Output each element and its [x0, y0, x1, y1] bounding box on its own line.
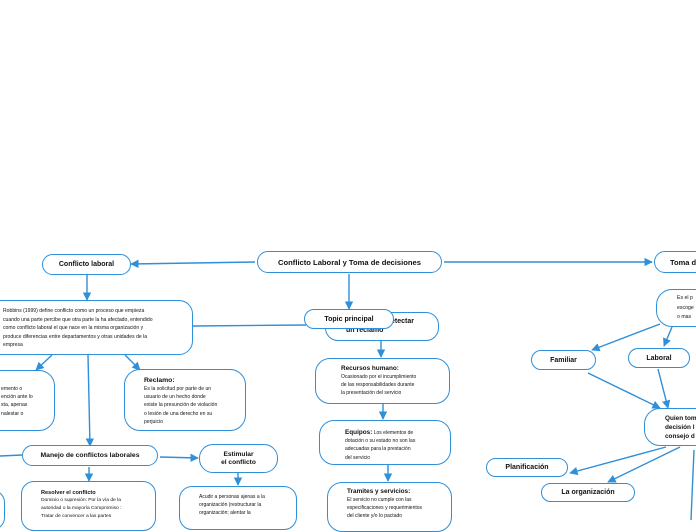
familiar-label: Familiar	[550, 356, 577, 364]
recursos-humano-node[interactable]: Recursos humano: Ocasionado por el incum…	[315, 358, 450, 404]
mind-map-canvas: Conflicto Laboral y Toma de decisiones T…	[0, 251, 696, 532]
acudir-text: Acudir a personas ajenas a la organizaci…	[199, 494, 265, 517]
definicion-node[interactable]: Robbins (1999) define conflicto como un …	[0, 300, 193, 355]
topic-principal-node[interactable]: Topic principal	[304, 309, 394, 329]
topic-principal-label: Topic principal	[324, 315, 374, 323]
conflicto-laboral-label: Conflicto laboral	[58, 261, 115, 268]
equipos-body: dotación o su estado no son las adecuada…	[345, 438, 416, 461]
recursos-title: Recursos humano:	[341, 365, 399, 372]
conflicto-laboral-node[interactable]: Conflicto laboral	[42, 254, 131, 275]
resolver-title: Resolver el conflicto	[41, 490, 96, 496]
manejo-label: Manejo de conflictos laborales	[40, 452, 140, 459]
planificacion-node[interactable]: Planificación	[486, 458, 568, 477]
connector-lines	[0, 257, 695, 520]
equipos-content: Equipos: Los elementos de dotación o su …	[345, 425, 415, 462]
detectar-reclamo-text: etectar un reclamo	[346, 318, 414, 335]
tramites-body: El servicio no cumple con las especifica…	[347, 497, 423, 520]
resolver-content: Resolver el conflicto Dominio o supresió…	[41, 489, 121, 522]
definicion-text: Robbins (1999) define conflicto como un …	[3, 308, 153, 349]
reclamo-body: Es la solicitud por parte de un usuario …	[144, 386, 218, 425]
reclamo-content: Reclamo: Es la solicitud por parte de un…	[144, 376, 217, 426]
acudir-node[interactable]: Acudir a personas ajenas a la organizaci…	[179, 486, 297, 530]
equipos-first-line: Equipos: Los elementos de	[345, 425, 415, 437]
laboral-label: Laboral	[646, 354, 672, 362]
toma-node[interactable]: Toma d	[654, 251, 696, 273]
organizacion-node[interactable]: La organización	[541, 483, 635, 502]
toma-label: Toma d	[670, 257, 696, 267]
tramites-content: Tramites y servicios: El servicio no cum…	[347, 487, 422, 521]
escoger-text: Es el p escoge o mas	[677, 295, 694, 320]
central-topic-label: Conflicto Laboral y Toma de decisiones	[278, 257, 421, 267]
estimular-node[interactable]: Estimular el conflicto	[199, 444, 278, 473]
central-topic-node[interactable]: Conflicto Laboral y Toma de decisiones	[257, 251, 442, 273]
quien-toma-node[interactable]: Quien tom decisión l consejo d	[644, 408, 696, 446]
resolver-node[interactable]: Resolver el conflicto Dominio o supresió…	[21, 481, 156, 531]
laboral-node[interactable]: Laboral	[628, 348, 690, 368]
equipos-node[interactable]: Equipos: Los elementos de dotación o su …	[319, 420, 451, 465]
estimular-label: Estimular el conflicto	[221, 450, 256, 466]
resolver-body: Dominio o supresión: Por la vía de la au…	[41, 498, 122, 520]
left-fragment-text: emento o ención ante lo sta, apenas nale…	[1, 386, 33, 417]
reclamo-node[interactable]: Reclamo: Es la solicitud por parte de un…	[124, 369, 246, 431]
escoger-node[interactable]: Es el p escoge o mas	[656, 289, 696, 327]
equipos-inline: Los elementos de	[372, 430, 414, 436]
quien-toma-text: Quien tom decisión l consejo d	[665, 415, 696, 440]
reclamo-fragment: un reclamo	[346, 326, 384, 334]
left-fragment-node[interactable]: emento o ención ante lo sta, apenas nale…	[0, 370, 55, 431]
tramites-title: Tramites y servicios:	[347, 488, 411, 495]
planificacion-label: Planificación	[505, 464, 549, 471]
equipos-title: Equipos:	[345, 429, 373, 436]
manejo-node[interactable]: Manejo de conflictos laborales	[22, 445, 158, 466]
reclamo-title: Reclamo:	[144, 377, 175, 384]
organizacion-label: La organización	[561, 489, 615, 496]
recursos-content: Recursos humano: Ocasionado por el incum…	[341, 364, 416, 398]
familiar-node[interactable]: Familiar	[531, 350, 596, 370]
tramites-node[interactable]: Tramites y servicios: El servicio no cum…	[327, 482, 452, 532]
recursos-body: Ocasionado por el incumplimiento de las …	[341, 374, 417, 397]
detectar-fragment: etectar	[391, 318, 414, 325]
